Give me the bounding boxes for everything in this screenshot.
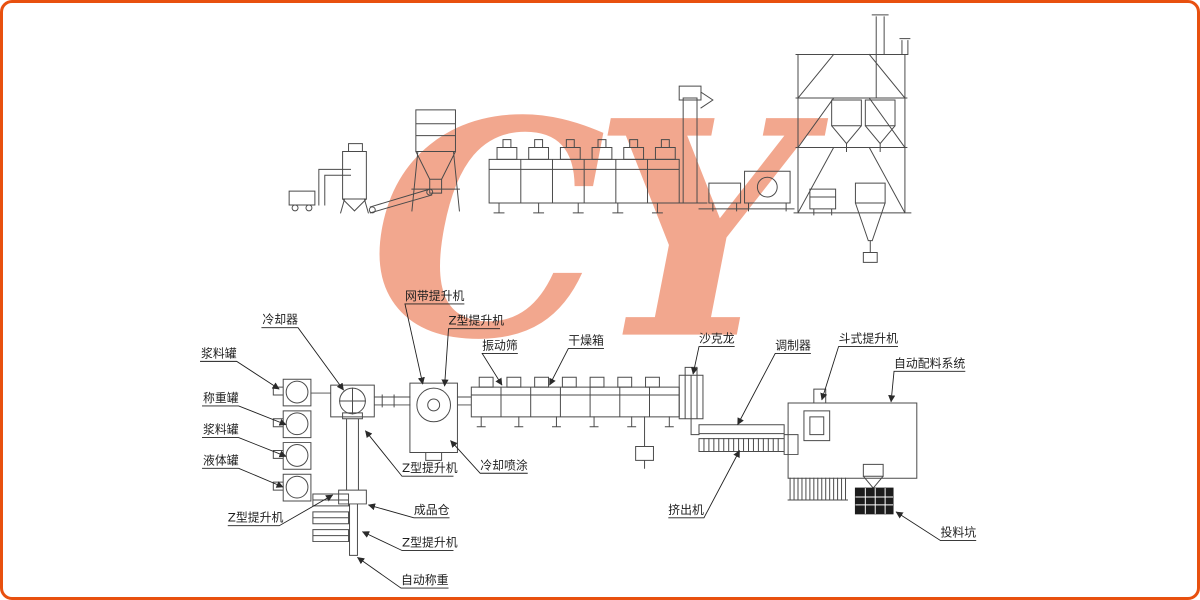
leader-line-weighing-tank [202, 405, 287, 426]
cart-wheel-icon [291, 204, 299, 212]
leader-line-cooler [261, 327, 344, 391]
spray-drum-hub-icon [427, 398, 441, 412]
leader-line-liquid-tank [202, 467, 284, 488]
leader-line-vibrating-screen [481, 353, 518, 386]
diagram-label-conditioner: 调制器 [775, 339, 811, 353]
diagram-label-auto-weighing: 自动称重 [401, 573, 449, 587]
cart-wheel-icon [305, 204, 313, 212]
diagram-label-cooling-spray: 冷却喷涂 [480, 458, 528, 472]
top-elevation-drawing [288, 14, 912, 263]
pit-hopper-drawing [862, 463, 884, 489]
cooler-drum-icon [339, 387, 366, 415]
labels-layer: 浆料罐称重罐浆料罐液体罐冷却器网带提升机Z型提升机振动筛干燥箱沙克龙调制器斗式提… [200, 289, 977, 589]
diagram-label-z-elevator-top: Z型提升机 [449, 314, 505, 328]
hopper-sifter-drawing [411, 109, 460, 212]
diagram-label-slurry-tank-1: 浆料罐 [201, 346, 237, 360]
diagram-label-z-elevator-bottom: Z型提升机 [402, 536, 458, 550]
leader-line-mesh-belt-elevator [404, 303, 465, 385]
leader-line-z-elevator-left [227, 494, 334, 527]
diagram-label-z-elevator-left: Z型提升机 [228, 511, 284, 525]
leader-line-feeding-pit [895, 511, 977, 542]
elevator-extruder-drawing [676, 85, 795, 212]
oven-legs-drawing [493, 202, 663, 214]
machine-dial-icon [756, 176, 778, 198]
tank-agitator-icon [285, 475, 309, 499]
leader-line-bucket-elevator [820, 346, 898, 401]
diagram-label-weighing-tank: 称重罐 [203, 391, 239, 405]
watermark-text: CY [370, 57, 829, 406]
feeding-pit-grid-drawing [855, 488, 894, 514]
tank-agitator-icon [285, 380, 309, 404]
leader-line-conditioner [737, 353, 811, 426]
tank-agitator-icon [285, 444, 309, 467]
bottom-line-drawing [272, 366, 918, 556]
leader-line-slurry-tank-1 [200, 360, 280, 390]
leader-line-cooling-spray [450, 440, 528, 474]
leader-line-drying-oven [549, 348, 604, 386]
leader-line-cyclone [690, 346, 735, 375]
leader-line-z-elevator-mid [365, 430, 454, 477]
spray-drum-icon [416, 387, 452, 423]
diagram-label-bucket-elevator: 斗式提升机 [839, 332, 898, 346]
dryer-legs-drawing [476, 416, 674, 428]
diagram-label-cooler: 冷却器 [262, 313, 298, 327]
diagram-label-cyclone: 沙克龙 [699, 332, 735, 346]
cyclone-conditioner-extruder-drawing [635, 366, 799, 469]
cooler-elevator-bins-drawing [310, 384, 411, 556]
diagram-label-extruder: 挤出机 [668, 503, 704, 517]
leader-line-finished-product-bin [367, 503, 450, 519]
dryer-vents-drawing [478, 376, 660, 388]
leader-line-z-elevator-top [441, 328, 501, 387]
tank-agitator-icon [285, 412, 309, 436]
diagram-label-auto-batching-system: 自动配料系统 [894, 356, 965, 370]
batching-tower-drawing [793, 14, 912, 263]
diagram-label-liquid-tank: 液体罐 [203, 453, 239, 467]
tanks-drawing [272, 378, 312, 502]
comb-hatch-drawing [787, 477, 848, 501]
leader-line-auto-batching-system [888, 370, 966, 403]
diagram-label-z-elevator-mid: Z型提升机 [402, 461, 458, 475]
diagram-label-slurry-tank-2: 浆料罐 [203, 423, 239, 437]
leader-line-auto-weighing [357, 557, 449, 589]
feeding-pit-drawing [854, 487, 894, 515]
diagram-label-vibrating-screen: 振动筛 [482, 339, 518, 353]
batching-system-box-drawing [787, 388, 918, 479]
diagram-label-feeding-pit: 投料坑 [941, 526, 977, 540]
feeder-cart-and-filter-drawing [288, 143, 433, 214]
diagram-label-finished-product-bin: 成品仓 [414, 503, 450, 517]
diagram-label-drying-oven: 干燥箱 [568, 334, 604, 348]
diagram-label-mesh-belt-elevator: 网带提升机 [405, 289, 464, 303]
leader-line-extruder [668, 450, 740, 519]
conveyor-roller-icon [368, 206, 376, 214]
extruder-barrel-hatch-drawing [703, 438, 779, 452]
diagram-canvas: CY [200, 14, 977, 589]
leader-line-z-elevator-bottom [361, 531, 454, 551]
leader-line-slurry-tank-2 [202, 437, 287, 458]
oven-vents-drawing [496, 139, 676, 160]
